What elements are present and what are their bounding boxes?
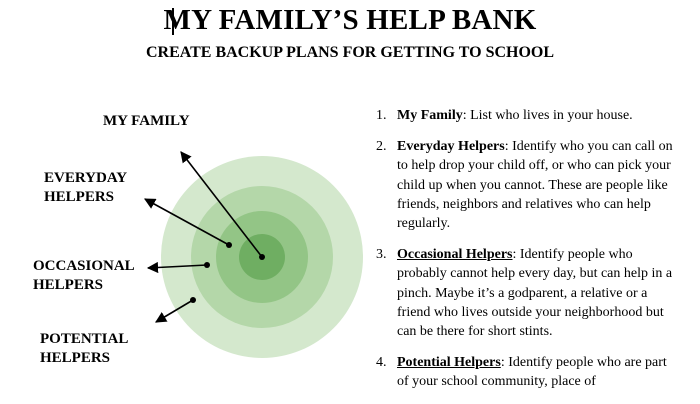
list-number: 4. <box>376 355 387 371</box>
list-text: : Identify people who probably cannot he… <box>397 247 673 340</box>
list-heading: Occasional Helpers <box>397 247 513 263</box>
list-item: 3. Occasional Helpers: Identify people wh… <box>376 245 676 341</box>
list-text: : List who lives in your house. <box>462 108 633 123</box>
list-number: 1. <box>376 108 387 123</box>
list-item: 1. My Family: List who lives in your hous… <box>376 106 676 125</box>
label-everyday-helpers: EVERYDAY HELPERS <box>44 169 127 207</box>
label-potential-line2: HELPERS <box>40 350 111 366</box>
label-potential-line1: POTENTIAL <box>40 331 129 347</box>
list-heading: Everyday Helpers <box>397 139 505 155</box>
label-occasional-helpers: OCCASIONAL HELPERS <box>33 257 135 295</box>
list-text: : Identify people who are part of your s… <box>397 355 667 390</box>
page-subtitle: CREATE BACKUP PLANS FOR GETTING TO SCHOO… <box>145 44 555 61</box>
label-everyday-line2: HELPERS <box>44 189 115 205</box>
list-item: 4. Potential Helpers: Identify people who… <box>376 353 676 391</box>
arrow-potential-helpers <box>155 299 194 323</box>
arrow-occasional-helpers <box>146 261 208 274</box>
list-text: : Identify who you can call on to help d… <box>397 139 673 232</box>
arrow-my-family <box>180 151 263 258</box>
list-number: 2. <box>376 139 387 155</box>
instructions-list: 1. My Family: List who lives in your hous… <box>376 106 676 404</box>
label-my-family: MY FAMILY <box>103 113 190 129</box>
list-number: 3. <box>376 247 387 263</box>
list-heading: My Family <box>397 108 463 123</box>
label-occasional-line1: OCCASIONAL <box>33 258 135 274</box>
label-occasional-line2: HELPERS <box>33 277 104 293</box>
text-cursor <box>172 8 174 35</box>
list-item: 2. Everyday Helpers: Identify who you can… <box>376 137 676 233</box>
arrow-everyday-helpers <box>144 198 230 246</box>
list-heading: Potential Helpers <box>397 355 501 371</box>
label-everyday-line1: EVERYDAY <box>44 170 128 186</box>
label-potential-helpers: POTENTIAL HELPERS <box>40 330 128 368</box>
page-title: MY FAMILY’S HELP BANK <box>163 4 537 36</box>
